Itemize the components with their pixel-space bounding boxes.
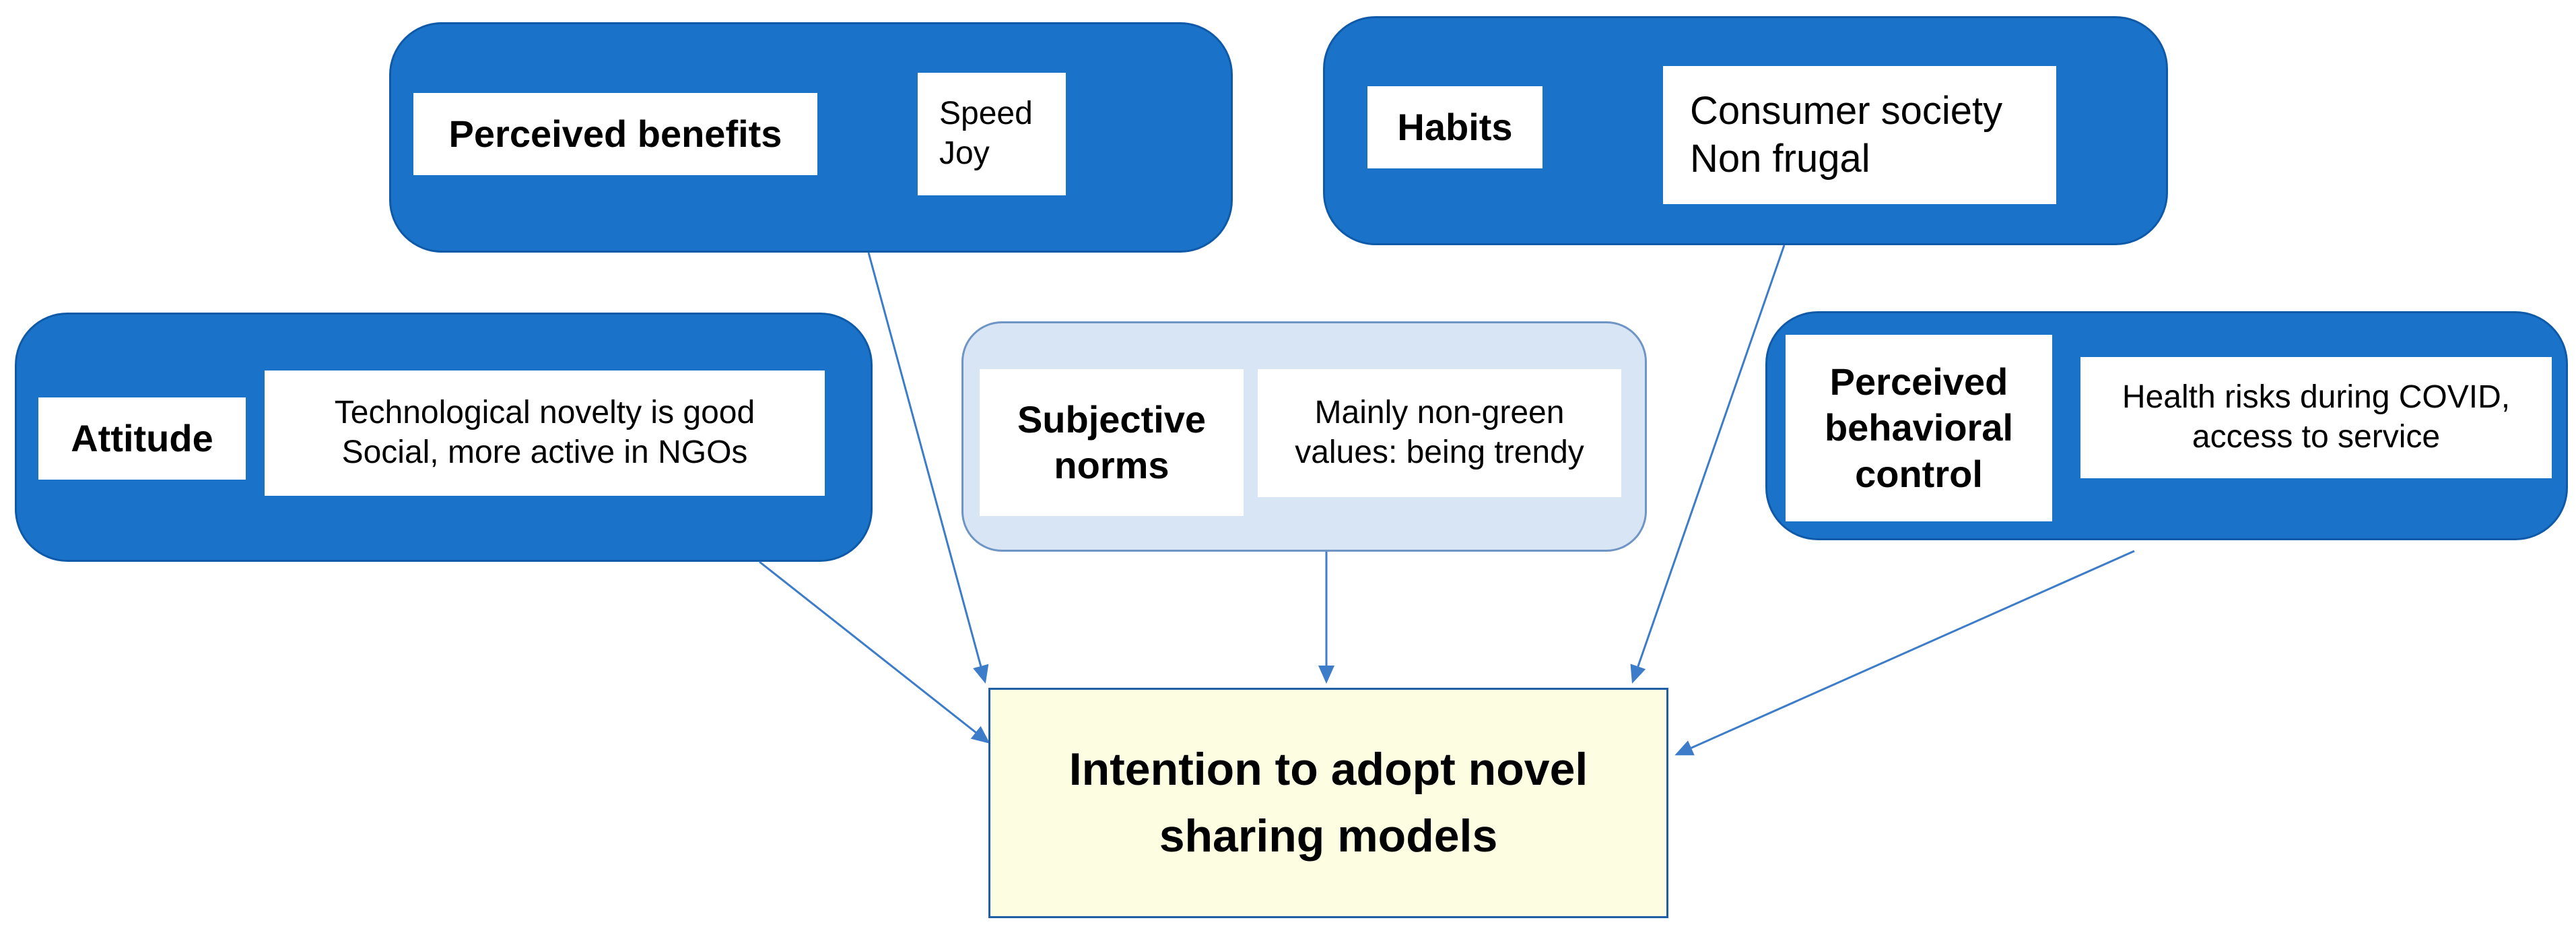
- arrow-perceived-benefits: [867, 252, 989, 684]
- attitude-title: Attitude: [38, 397, 246, 480]
- arrow-attitude: [759, 560, 990, 744]
- arrow-habits: [1630, 245, 1786, 684]
- attitude-detail: Technological novelty is good Social, mo…: [265, 370, 825, 496]
- perceived-benefits-detail: Speed Joy: [918, 73, 1066, 195]
- subjective-norms-title: Subjective norms: [980, 369, 1244, 516]
- perceived-benefits-title: Perceived benefits: [413, 93, 817, 175]
- perceived-behavioral-control-detail: Health risks during COVID, access to ser…: [2080, 357, 2552, 478]
- habits-title: Habits: [1367, 86, 1543, 168]
- node-intention-to-adopt: Intention to adopt novel sharing models: [988, 688, 1668, 918]
- habits-detail: Consumer society Non frugal: [1663, 66, 2056, 204]
- perceived-behavioral-control-title: Perceived behavioral control: [1786, 335, 2052, 521]
- arrow-perceived-behavioral-control: [1674, 550, 2135, 756]
- subjective-norms-detail: Mainly non-green values: being trendy: [1258, 369, 1621, 497]
